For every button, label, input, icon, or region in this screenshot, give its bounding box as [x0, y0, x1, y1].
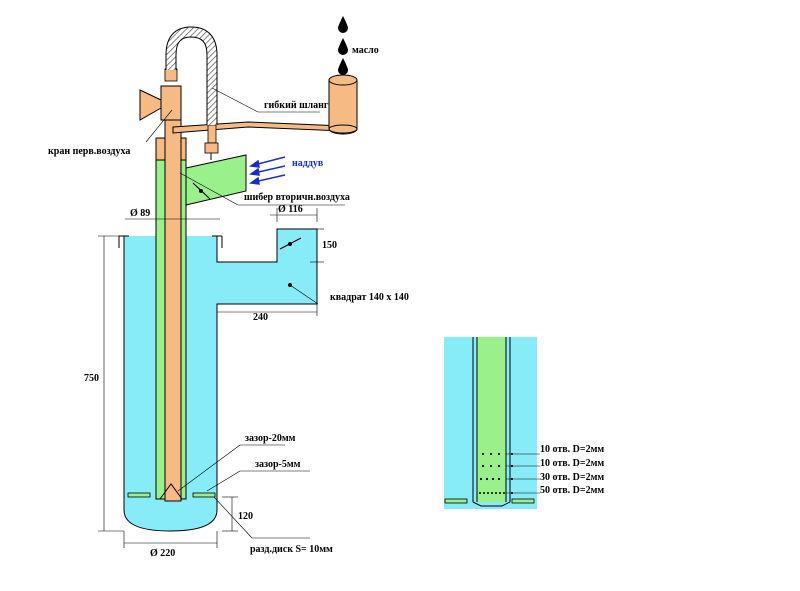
primary-air-valve-label: кран перв.воздуха: [48, 146, 130, 157]
dim-h150: 150: [322, 240, 337, 251]
dim-d220: Ø 220: [150, 548, 175, 559]
fan-icon: [139, 89, 162, 121]
blower-arrows: [249, 156, 286, 185]
main-vessel: [118, 228, 318, 532]
dim-h120: 120: [238, 511, 253, 522]
secondary-damper: [192, 182, 211, 200]
hole-dots: [479, 452, 505, 494]
disk-label: разд.диск S= 10мм: [250, 544, 333, 555]
distribution-disk: [127, 492, 216, 498]
gap-5-label: зазор-5мм: [255, 459, 301, 470]
dimension-lines: [98, 208, 324, 548]
dim-h750: 750: [84, 373, 99, 384]
secondary-damper-label: шибер вторичн.воздуха: [244, 192, 350, 203]
vessel-outline: [123, 228, 318, 532]
oil-drops: [338, 16, 348, 75]
flexible-hose-label: гибкий шланг: [264, 100, 329, 111]
holes-label-2: 10 отв. D=2мм: [540, 458, 604, 469]
square-label: квадрат 140 х 140: [330, 292, 409, 303]
blower-label: наддув: [292, 158, 324, 169]
drop-icon: [338, 38, 348, 55]
oil-label: масло: [352, 45, 379, 56]
holes-label-3: 30 отв. D=2мм: [540, 472, 604, 483]
gap-20-label: зазор-20мм: [245, 433, 296, 444]
dim-d89: Ø 89: [130, 208, 150, 219]
holes-label-1: 10 отв. D=2мм: [540, 444, 604, 455]
dim-d116: Ø 116: [278, 204, 303, 215]
drop-icon: [338, 58, 348, 75]
detail-view: 10 отв. D=2мм 10 отв. D=2мм 30 отв. D=2м…: [444, 337, 604, 509]
oil-tank: [328, 74, 358, 135]
dim-l240: 240: [253, 312, 268, 323]
oil-line: [172, 121, 344, 160]
vessel-body: [124, 229, 317, 531]
leader-lines: [145, 87, 345, 539]
fuel-pipe: [139, 68, 187, 502]
drop-icon: [338, 16, 348, 33]
holes-label-4: 50 отв. D=2мм: [540, 485, 604, 496]
